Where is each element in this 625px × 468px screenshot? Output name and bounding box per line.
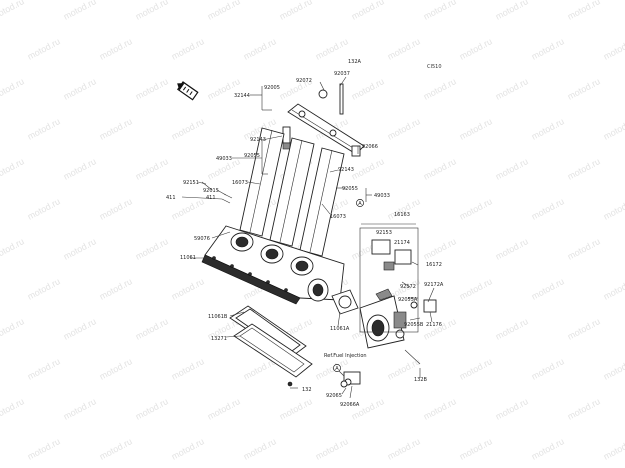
label-132A: 132A xyxy=(348,59,362,65)
label-11061B: 11061B xyxy=(208,314,228,320)
label-16073-b: 16073 xyxy=(330,214,346,220)
label-92172A: 92172A xyxy=(424,282,444,288)
label-92153: 92153 xyxy=(376,230,392,236)
label-132B: 132B xyxy=(414,377,428,383)
callout-a-top: A xyxy=(356,199,364,207)
label-92037: 92037 xyxy=(334,71,350,77)
label-92143-a: 92143 xyxy=(250,137,266,143)
label-92055A: 92055A xyxy=(398,297,418,303)
part-labels: 132A 92037 92072 92005 32144 92066 92143… xyxy=(166,59,444,408)
label-411-b: 411 xyxy=(206,195,216,201)
diagram-code: CI510 xyxy=(427,64,442,70)
leader-lines xyxy=(181,76,435,399)
label-92143-b: 92143 xyxy=(338,167,354,173)
label-11061: 11061 xyxy=(180,255,196,261)
label-92005: 92005 xyxy=(264,85,280,91)
label-132: 132 xyxy=(302,387,312,393)
throttle-sensor-assembly xyxy=(359,227,437,333)
label-92151: 92151 xyxy=(183,180,199,186)
svg-text:A: A xyxy=(335,366,339,372)
intake-manifold xyxy=(201,225,345,305)
cover-plate xyxy=(233,323,313,387)
label-92066A: 92066A xyxy=(340,402,360,408)
label-92055-a: 92055 xyxy=(244,153,260,159)
label-411-a: 411 xyxy=(166,195,176,201)
pressure-fitting xyxy=(318,83,344,115)
label-92066: 92066 xyxy=(362,144,378,150)
fuel-rail xyxy=(287,103,365,157)
label-49033-a: 49033 xyxy=(216,156,232,162)
throttle-body xyxy=(359,295,421,365)
label-16163: 16163 xyxy=(394,212,410,218)
label-92172: 92172 xyxy=(400,284,416,290)
label-16073-a: 16073 xyxy=(232,180,248,186)
throttle-body-gasket xyxy=(331,289,359,315)
label-11061A: 11061A xyxy=(330,326,350,332)
label-92055B: 92055B xyxy=(404,322,424,328)
label-16172: 16172 xyxy=(426,262,442,268)
gasket xyxy=(229,305,307,359)
callout-a-bottom: A xyxy=(333,364,341,372)
hose-fitting xyxy=(340,371,361,388)
intake-runners xyxy=(239,127,345,257)
label-21176: 21176 xyxy=(426,322,442,328)
label-92065: 92065 xyxy=(326,393,342,399)
front-arrow-icon xyxy=(177,81,199,101)
label-32144: 32144 xyxy=(234,93,250,99)
label-92055-b: 92055 xyxy=(342,186,358,192)
label-21174: 21174 xyxy=(394,240,410,246)
label-49033-b: 49033 xyxy=(374,193,390,199)
label-13271: 13271 xyxy=(211,336,227,342)
ref-note: Ref.Fuel Injection xyxy=(324,353,367,359)
label-92072: 92072 xyxy=(296,78,312,84)
label-59076: 59076 xyxy=(194,236,210,242)
svg-text:A: A xyxy=(358,201,362,207)
label-92015: 92015 xyxy=(203,188,219,194)
